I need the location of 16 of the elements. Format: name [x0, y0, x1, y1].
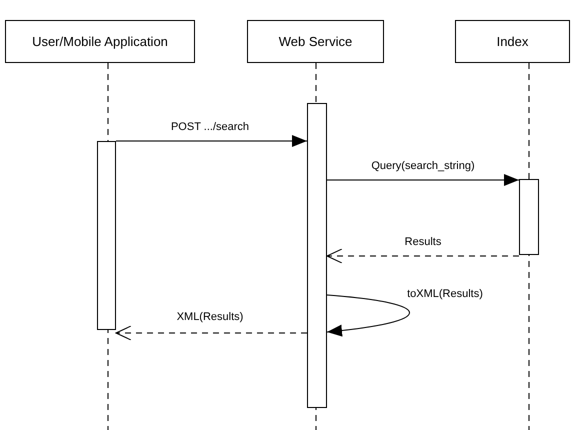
- activation-bar: [97, 141, 116, 330]
- participant-box: Index: [455, 20, 570, 63]
- message-label: POST .../search: [168, 121, 252, 133]
- message-arrow: [116, 326, 308, 340]
- message-arrow: [116, 135, 308, 147]
- message-label: Results: [402, 236, 444, 248]
- message-arrow: [326, 174, 520, 186]
- message-arrow: [326, 294, 410, 336]
- participant-box: Web Service: [247, 20, 384, 63]
- message-label: Query(search_string): [369, 160, 477, 172]
- message-arrow: [326, 248, 520, 264]
- message-label: toXML(Results): [405, 288, 485, 300]
- message-label: XML(Results): [174, 311, 246, 323]
- activation-bar: [307, 103, 327, 408]
- participant-box: User/Mobile Application: [5, 20, 195, 63]
- activation-bar: [519, 179, 539, 255]
